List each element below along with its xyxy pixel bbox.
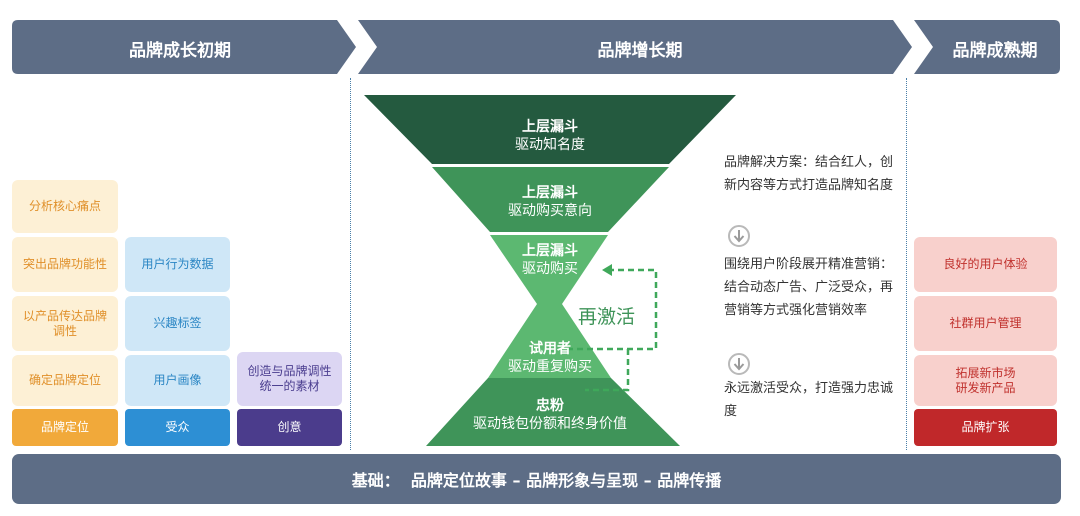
card-pain-point: 分析核心痛点 (12, 180, 118, 233)
funnel-label-awareness: 上层漏斗 驱动知名度 (480, 118, 620, 154)
card-creative-material: 创造与品牌调性统一的素材 (237, 352, 342, 406)
funnel-label-trial-title: 试用者 (529, 341, 571, 357)
phase-arrow-early (12, 20, 356, 74)
phase-arrow-mature (914, 20, 1060, 74)
funnel-layer-purchase (490, 235, 608, 304)
card-brand-tone: 以产品传达品牌调性 (12, 296, 118, 351)
funnel-layer-trial (488, 304, 611, 378)
divider-right (906, 78, 907, 450)
phase-arrow-growth (358, 20, 912, 74)
footer-brand-positioning: 品牌定位 (12, 409, 118, 446)
growth-note-loyalty: 永远激活受众，打造强力忠诚度 (724, 381, 894, 419)
down-arrow-icon (728, 225, 750, 247)
phase-title-early: 品牌成长初期 (129, 41, 231, 61)
funnel-layer-intent (432, 167, 669, 232)
card-user-behavior: 用户行为数据 (125, 237, 230, 292)
reactivate-arrow-head (602, 264, 612, 276)
reactivate-loyal-arrow (585, 349, 630, 392)
growth-note-precision-marketing: 围绕用户阶段展开精准营销：结合动态广告、广泛受众，再营销等方式强化营销效率 (724, 257, 894, 318)
growth-note-brand-solution: 品牌解决方案：结合红人，创新内容等方式打造品牌知名度 (724, 155, 894, 193)
card-user-persona: 用户画像 (125, 355, 230, 406)
footer-audience: 受众 (125, 409, 230, 446)
phase-title-mature: 品牌成熟期 (952, 41, 1038, 61)
funnel-label-intent-title: 上层漏斗 (522, 185, 578, 201)
funnel-label-trial: 试用者 驱动重复购买 (480, 340, 620, 376)
funnel-label-loyal-sub: 驱动钱包份额和终身价值 (473, 416, 627, 432)
funnel-layer-awareness (364, 95, 736, 164)
funnel-label-awareness-sub: 驱动知名度 (515, 137, 585, 153)
footer-brand-expansion: 品牌扩张 (914, 409, 1057, 446)
funnel-label-loyal: 忠粉 驱动钱包份额和终身价值 (460, 397, 640, 433)
phase-header-bar (12, 20, 1060, 74)
funnel-label-awareness-title: 上层漏斗 (522, 119, 578, 135)
funnel-label-purchase: 上层漏斗 驱动购买 (480, 242, 620, 278)
reactivate-arrow (567, 268, 658, 351)
foundation-text: 基础： 品牌定位故事 – 品牌形象与呈现 – 品牌传播 (351, 471, 722, 490)
funnel-label-intent: 上层漏斗 驱动购买意向 (480, 184, 620, 220)
card-community-management: 社群用户管理 (914, 296, 1057, 351)
foundation-bar: 基础： 品牌定位故事 – 品牌形象与呈现 – 品牌传播 (12, 454, 1061, 504)
funnel-label-trial-sub: 驱动重复购买 (508, 359, 592, 375)
funnel-layer-loyal (426, 378, 680, 446)
card-new-market: 拓展新市场研发新产品 (914, 355, 1057, 406)
funnel-label-purchase-sub: 驱动购买 (522, 261, 578, 277)
divider-left (350, 78, 351, 450)
funnel-label-purchase-title: 上层漏斗 (522, 243, 578, 259)
down-arrow-icon (728, 353, 750, 375)
phase-title-growth: 品牌增长期 (597, 41, 683, 61)
funnel-label-loyal-title: 忠粉 (536, 398, 564, 414)
funnel-label-intent-sub: 驱动购买意向 (508, 203, 592, 219)
card-user-experience: 良好的用户体验 (914, 237, 1057, 292)
card-brand-position: 确定品牌定位 (12, 355, 118, 406)
footer-creative: 创意 (237, 409, 342, 446)
card-brand-function: 突出品牌功能性 (12, 237, 118, 292)
reactivate-label: 再激活 (578, 306, 636, 328)
card-interest-tags: 兴趣标签 (125, 296, 230, 351)
